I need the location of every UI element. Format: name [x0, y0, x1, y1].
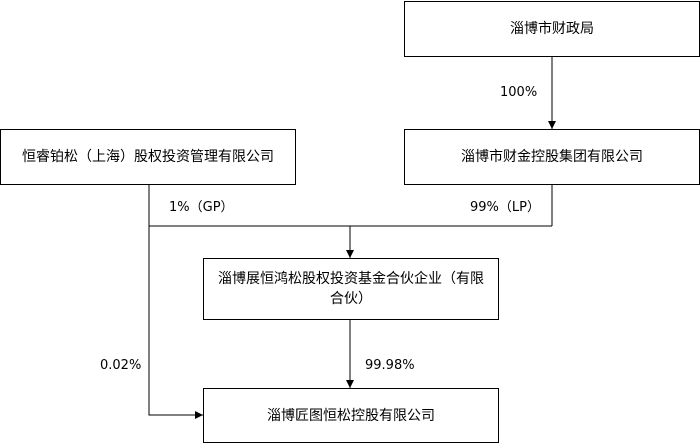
node-finance-bureau-label: 淄博市财政局	[510, 21, 594, 37]
node-fund: 淄博展恒鸿松股权投资基金合伙企业（有限合伙）	[203, 258, 499, 320]
edge-label-hengrui-to-fund: 1%（GP）	[169, 200, 234, 215]
edge-label-fund-to-target: 99.98%	[365, 358, 415, 373]
node-hengrui-bosong: 恒睿铂松（上海）股权投资管理有限公司	[0, 129, 296, 185]
node-fund-label: 淄博展恒鸿松股权投资基金合伙企业（有限合伙）	[218, 271, 484, 307]
edge-label-bureau-to-holding: 100%	[500, 85, 538, 100]
edge-hengrui-to-target	[148, 226, 203, 419]
edge-label-hengrui-to-target: 0.02%	[100, 358, 142, 373]
node-hengrui-bosong-label: 恒睿铂松（上海）股权投资管理有限公司	[22, 149, 274, 165]
edge-label-holding-to-fund: 99%（LP）	[470, 200, 540, 215]
node-finance-holding-label: 淄博市财金控股集团有限公司	[461, 149, 643, 165]
node-finance-bureau: 淄博市财政局	[404, 1, 700, 57]
node-finance-holding: 淄博市财金控股集团有限公司	[404, 129, 700, 185]
node-target: 淄博匠图恒松控股有限公司	[203, 388, 499, 443]
node-target-label: 淄博匠图恒松控股有限公司	[267, 407, 435, 424]
